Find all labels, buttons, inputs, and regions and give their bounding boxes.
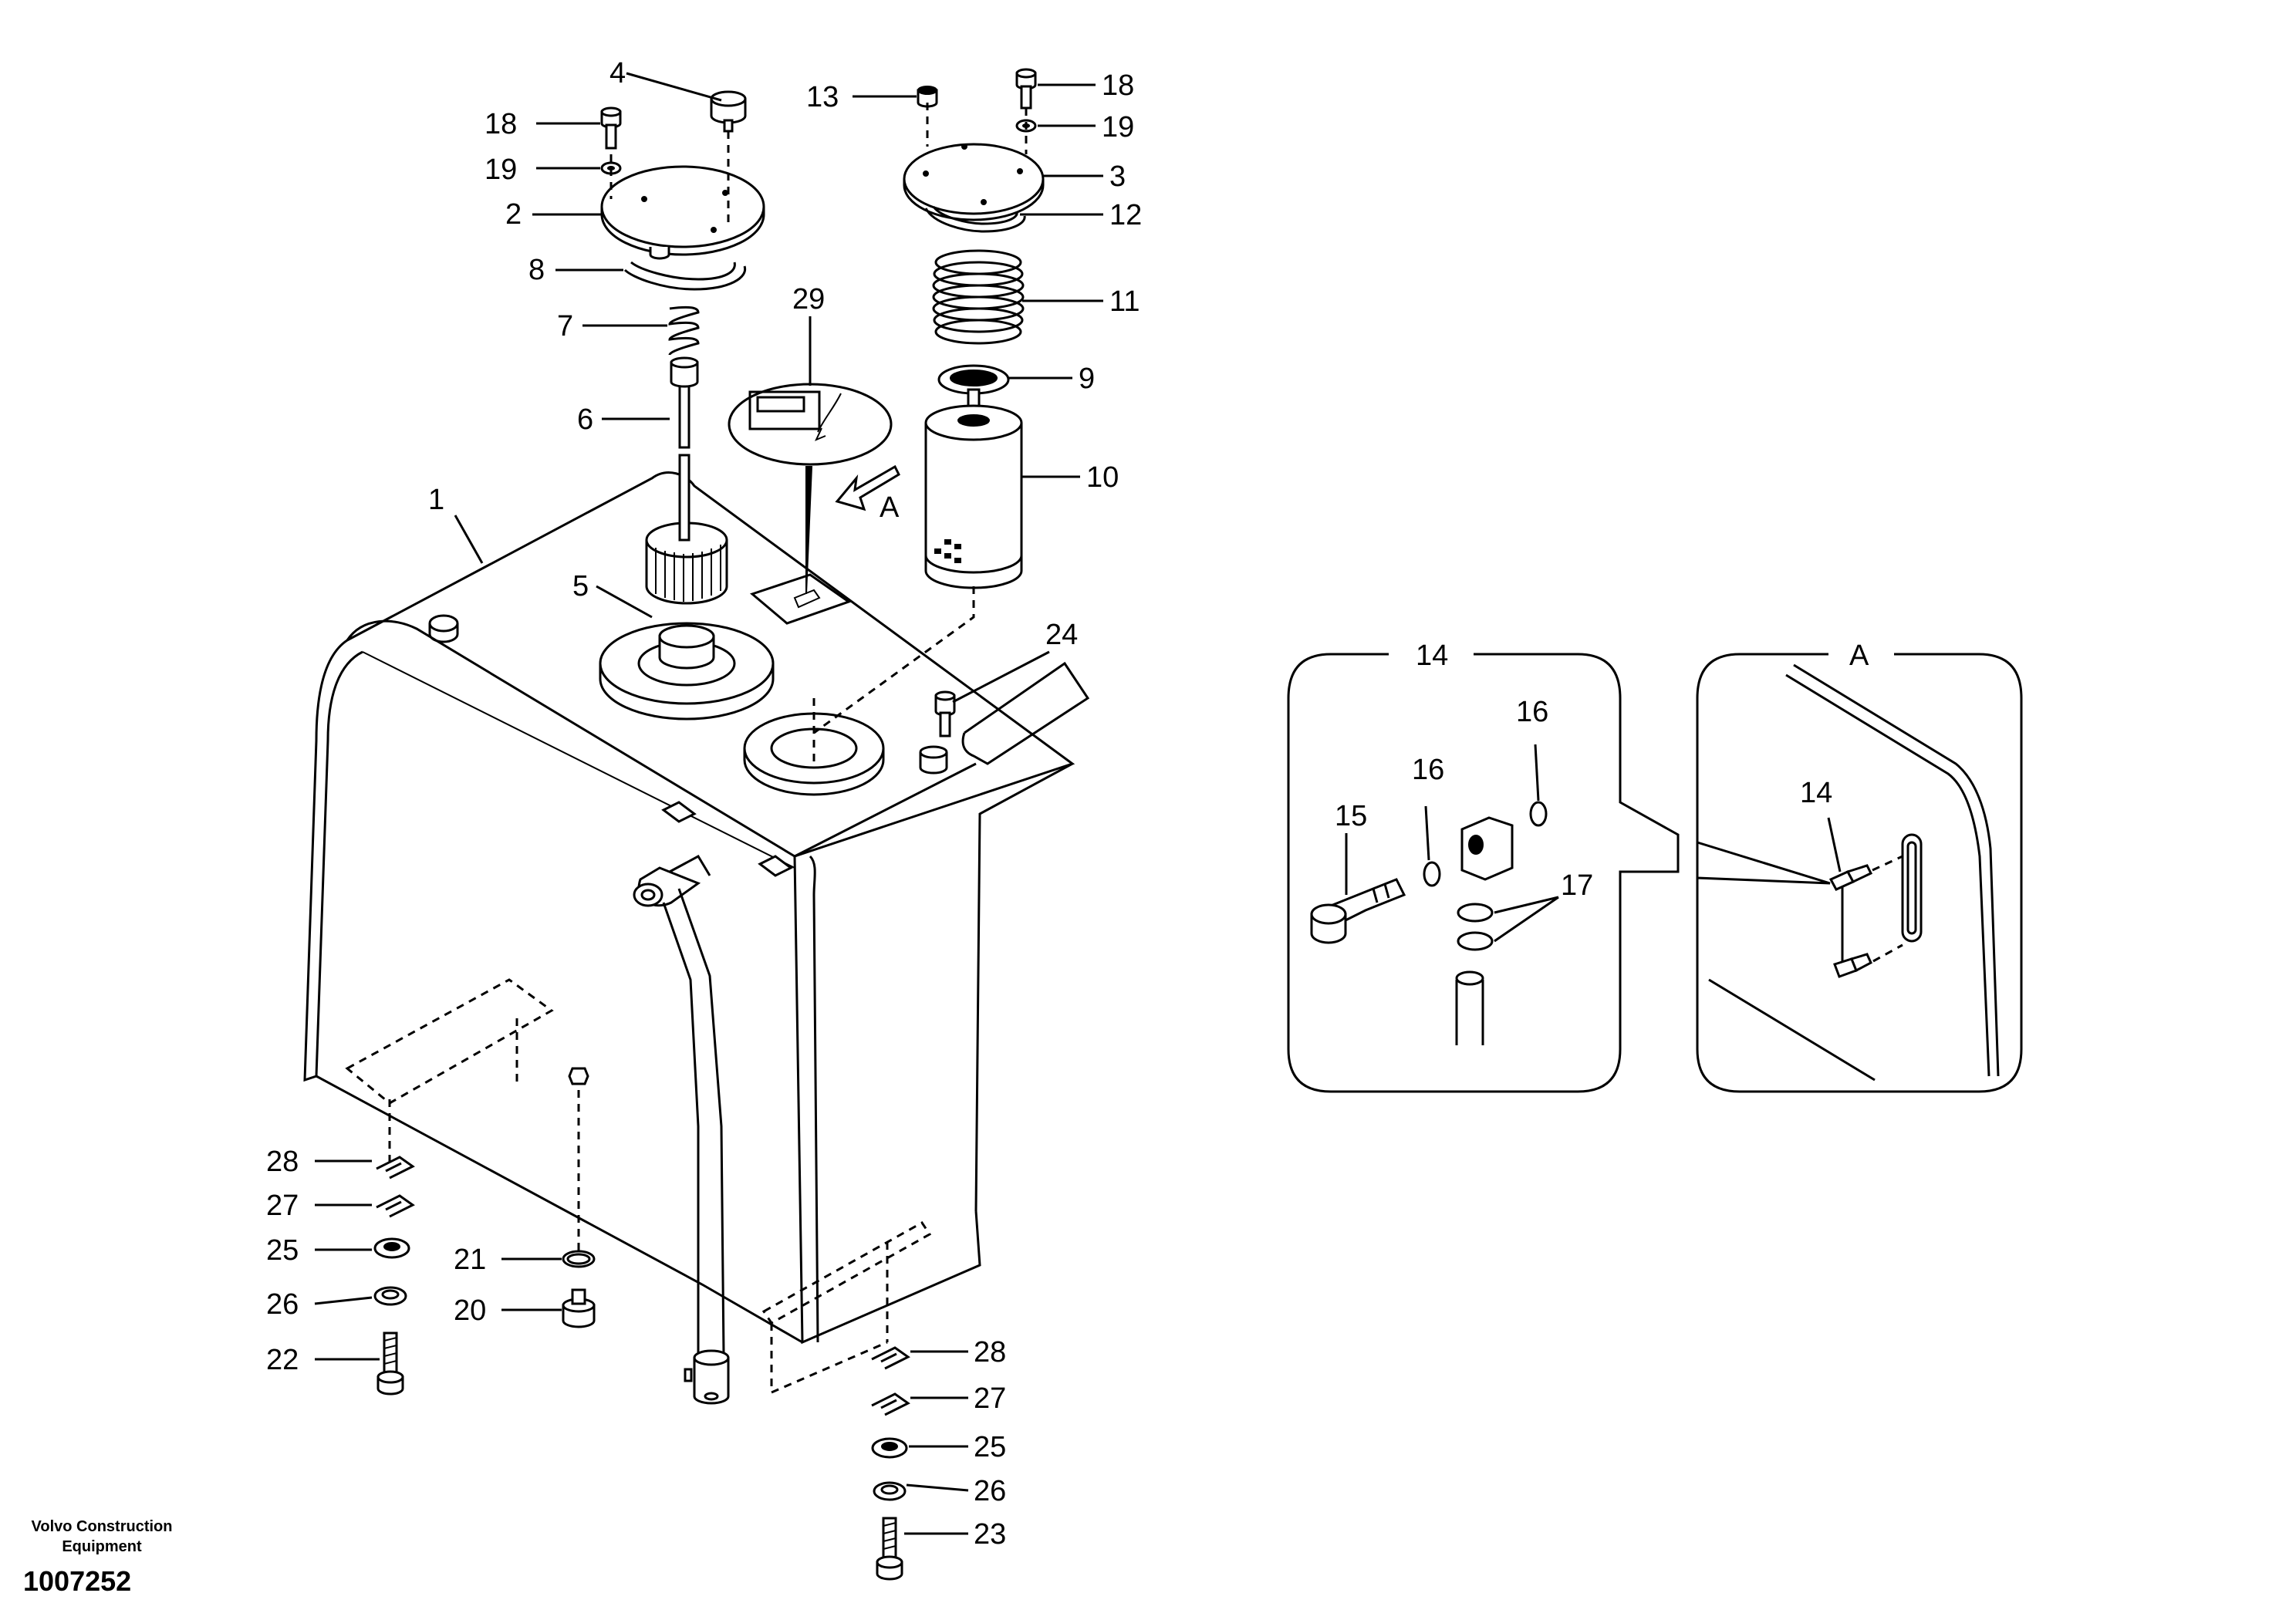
callout-6: 6 (577, 403, 593, 436)
callout-25-right: 25 (974, 1431, 1006, 1463)
callout-10: 10 (1086, 461, 1119, 494)
detail-a-callout-14: 14 (1800, 777, 1832, 809)
detail-14-callout-17: 17 (1561, 869, 1593, 902)
strainer (645, 521, 728, 605)
oring-21 (562, 1250, 596, 1268)
detail-14-title: 14 (1416, 640, 1448, 672)
footer-company-line2: Equipment (62, 1538, 142, 1555)
callout-12: 12 (1109, 199, 1142, 231)
callout-a: A (880, 491, 900, 524)
hydraulic-tank (303, 471, 1075, 1345)
suction-pipe (633, 854, 730, 1405)
callout-21: 21 (454, 1244, 486, 1276)
level-gauge (1828, 833, 1923, 978)
footer-company-line1: Volvo Construction (32, 1518, 173, 1535)
bolt-18-left (600, 106, 622, 150)
callout-29: 29 (792, 283, 825, 316)
seal-ring (623, 261, 747, 291)
mounting-tab (428, 614, 793, 877)
callout-28-right: 28 (974, 1336, 1006, 1369)
cover-plate-right (903, 143, 1045, 221)
callout-4: 4 (609, 57, 626, 89)
shim-27-left (376, 1194, 415, 1218)
filter-element (924, 404, 1023, 589)
callout-3: 3 (1109, 160, 1126, 193)
oring-17-upper (1457, 903, 1494, 923)
callout-labels: 4 18 19 2 8 7 6 1 5 29 13 18 19 3 12 11 … (266, 57, 1142, 1551)
bolt-22 (376, 1331, 404, 1396)
oring-16-upper (1529, 801, 1548, 827)
callout-1: 1 (428, 484, 444, 516)
plug-13 (917, 86, 938, 108)
valve-disc (937, 364, 1010, 413)
bolt-23 (876, 1517, 903, 1581)
detail-14-panel: 14 15 16 16 17 (1287, 640, 1680, 1093)
washer-25-right (871, 1437, 908, 1459)
callout-9: 9 (1079, 363, 1095, 395)
detail-a-title: A (1849, 640, 1869, 672)
callout-5: 5 (572, 570, 589, 602)
assembly-lines (345, 103, 1028, 1395)
shim-28-right (871, 1346, 910, 1370)
callout-28-left: 28 (266, 1146, 299, 1178)
banjo-block (1460, 816, 1514, 881)
bolt-18-right (1015, 68, 1037, 110)
suction-flange (599, 622, 775, 721)
spring-washer-26-right (873, 1481, 907, 1501)
detail-14-callout-16-upper: 16 (1516, 696, 1548, 728)
decal-callout (728, 383, 893, 625)
zoom-wedge (1696, 840, 1831, 885)
filter-dots (934, 539, 961, 563)
washer-25-left (373, 1237, 410, 1259)
callout-25-left: 25 (266, 1234, 299, 1267)
footer: Volvo Construction Equipment 1007252 (23, 1518, 172, 1597)
callout-7: 7 (557, 310, 573, 343)
callout-8: 8 (528, 254, 545, 286)
banjo-bolt-15 (1310, 878, 1406, 944)
breather-cap (710, 90, 747, 133)
cover-plate-left (600, 165, 765, 260)
detail-14-callout-15: 15 (1335, 800, 1367, 832)
callout-2: 2 (505, 198, 522, 231)
callout-11: 11 (1109, 285, 1140, 318)
shim-27-right (871, 1392, 910, 1416)
callout-26-right: 26 (974, 1475, 1006, 1507)
callout-20: 20 (454, 1294, 486, 1327)
callout-19-right: 19 (1102, 111, 1134, 143)
plug-20 (562, 1288, 596, 1328)
leader-lines (314, 72, 1103, 1535)
hose (1455, 970, 1484, 1045)
view-arrow-a (835, 464, 900, 511)
callout-18-left: 18 (485, 108, 517, 140)
callout-19-left: 19 (485, 154, 517, 186)
callout-24: 24 (1045, 619, 1078, 651)
detail-a-panel: A 14 (1696, 640, 2023, 1093)
callout-27-right: 27 (974, 1382, 1006, 1415)
oring-17-lower (1457, 931, 1494, 951)
shim-28-left (376, 1156, 415, 1180)
rod (670, 356, 699, 542)
callout-22: 22 (266, 1344, 299, 1376)
callout-23: 23 (974, 1518, 1006, 1551)
callout-13: 13 (806, 81, 839, 113)
spring-large (932, 249, 1025, 345)
callout-26-left: 26 (266, 1288, 299, 1321)
cover-plate-24 (919, 661, 1090, 775)
drawing-number: 1007252 (23, 1565, 131, 1597)
detail-14-callout-16-lower: 16 (1412, 754, 1444, 786)
seal-ring-right (924, 206, 1026, 233)
spring-washer-26-left (373, 1286, 407, 1306)
callout-18-right: 18 (1102, 69, 1134, 102)
callout-27-left: 27 (266, 1190, 299, 1222)
oring-16-lower (1423, 861, 1441, 887)
spring-small (668, 305, 700, 356)
